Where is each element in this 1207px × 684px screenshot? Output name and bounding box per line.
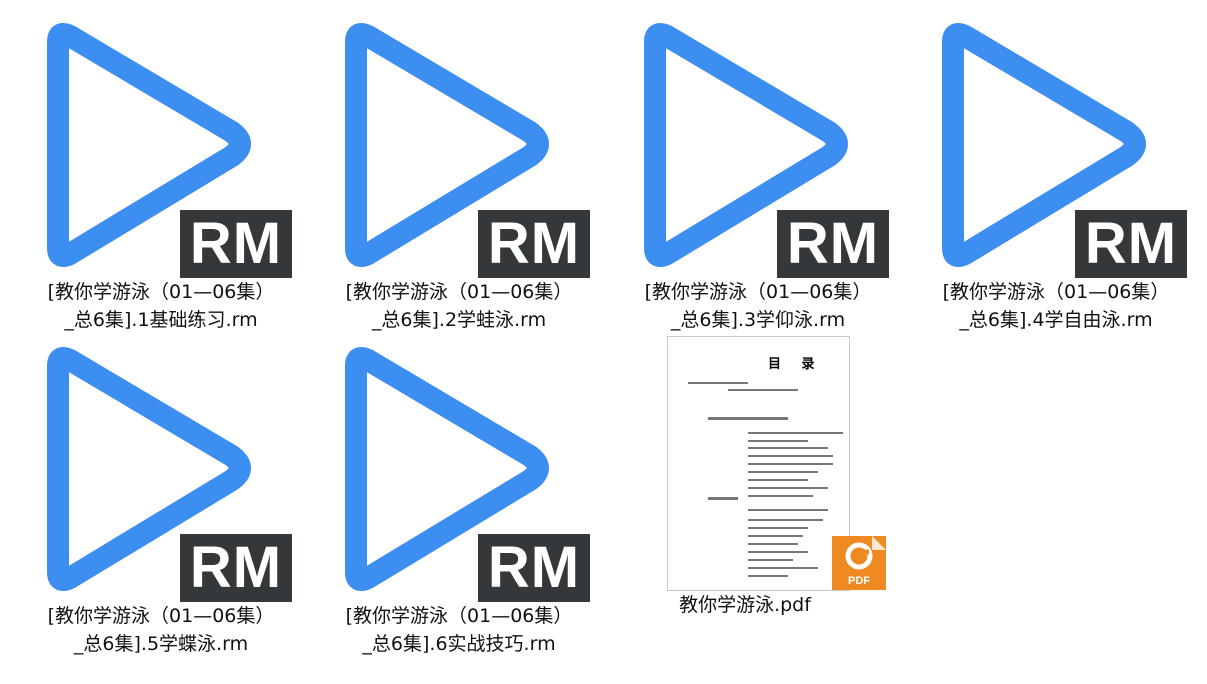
file-name-line: [教你学游泳（01—06集） <box>942 281 1170 303</box>
file-name[interactable]: [教你学游泳（01—06集） _总6集].2学蛙泳.rm <box>310 278 608 334</box>
thumbnail-text-line <box>748 551 808 553</box>
rm-badge: RM <box>1075 210 1187 278</box>
play-icon <box>942 23 1146 267</box>
thumbnail-text-line <box>748 447 828 449</box>
thumbnail-text-line <box>748 575 788 577</box>
play-icon <box>345 347 549 591</box>
thumbnail-text-line <box>708 417 788 420</box>
thumbnail-text-line <box>748 463 833 465</box>
foxit-pdf-icon: PDF <box>832 536 886 590</box>
thumbnail-text-line <box>748 535 803 537</box>
play-icon <box>644 23 848 267</box>
file-name-line: [教你学游泳（01—06集） <box>345 281 573 303</box>
file-name-line: _总6集].4学自由泳.rm <box>959 309 1153 331</box>
file-name-line: [教你学游泳（01—06集） <box>345 605 573 627</box>
rm-badge: RM <box>478 210 590 278</box>
file-name-line: [教你学游泳（01—06集） <box>47 281 275 303</box>
file-item-pdf[interactable]: 目 录 PDF 教你学游泳.pdf <box>596 335 894 660</box>
file-name-line: _总6集].3学仰泳.rm <box>670 309 846 331</box>
pdf-thumbnail: 目 录 <box>667 336 850 591</box>
file-item-rm[interactable]: RM [教你学游泳（01—06集） _总6集].3学仰泳.rm <box>609 12 907 337</box>
file-item-rm[interactable]: RM [教你学游泳（01—06集） _总6集].4学自由泳.rm <box>907 12 1205 337</box>
file-item-rm[interactable]: RM [教你学游泳（01—06集） _总6集].5学蝶泳.rm <box>12 336 310 661</box>
file-name[interactable]: [教你学游泳（01—06集） _总6集].6实战技巧.rm <box>310 602 608 658</box>
file-item-rm[interactable]: RM [教你学游泳（01—06集） _总6集].1基础练习.rm <box>12 12 310 337</box>
file-item-rm[interactable]: RM [教你学游泳（01—06集） _总6集].2学蛙泳.rm <box>310 12 608 337</box>
thumbnail-text-line <box>708 497 738 500</box>
file-name-line: _总6集].2学蛙泳.rm <box>371 309 547 331</box>
thumbnail-text-line <box>748 432 843 434</box>
thumbnail-text-line <box>748 495 813 497</box>
thumbnail-text-line <box>748 519 823 521</box>
play-icon <box>47 23 251 267</box>
rm-badge: RM <box>180 210 292 278</box>
file-name-line: _总6集].5学蝶泳.rm <box>73 633 249 655</box>
file-item-rm[interactable]: RM [教你学游泳（01—06集） _总6集].6实战技巧.rm <box>310 336 608 661</box>
thumbnail-text-line <box>748 509 828 511</box>
file-name-line: _总6集].6实战技巧.rm <box>362 633 556 655</box>
thumbnail-text-line <box>748 479 808 481</box>
play-icon <box>47 347 251 591</box>
rm-badge: RM <box>180 534 292 602</box>
file-name[interactable]: 教你学游泳.pdf <box>596 591 894 619</box>
pdf-badge-text: PDF <box>848 575 870 587</box>
thumbnail-text-line <box>748 559 793 561</box>
file-name[interactable]: [教你学游泳（01—06集） _总6集].3学仰泳.rm <box>609 278 907 334</box>
thumbnail-text-line <box>748 440 808 442</box>
rm-badge: RM <box>777 210 889 278</box>
play-icon <box>345 23 549 267</box>
file-name-line: [教你学游泳（01—06集） <box>47 605 275 627</box>
rm-badge: RM <box>478 534 590 602</box>
file-name-line: [教你学游泳（01—06集） <box>644 281 872 303</box>
thumbnail-text-line <box>748 471 818 473</box>
thumbnail-text-line <box>748 455 833 457</box>
file-name[interactable]: [教你学游泳（01—06集） _总6集].1基础练习.rm <box>12 278 310 334</box>
thumbnail-text-line <box>748 527 808 529</box>
file-name-line: _总6集].1基础练习.rm <box>64 309 258 331</box>
thumbnail-text-line <box>728 389 798 391</box>
file-name[interactable]: [教你学游泳（01—06集） _总6集].5学蝶泳.rm <box>12 602 310 658</box>
file-name[interactable]: [教你学游泳（01—06集） _总6集].4学自由泳.rm <box>907 278 1205 334</box>
thumbnail-text-line <box>748 487 828 489</box>
thumbnail-title: 目 录 <box>768 357 823 372</box>
thumbnail-text-line <box>748 543 798 545</box>
thumbnail-text-line <box>688 382 748 384</box>
thumbnail-text-line <box>748 567 818 569</box>
file-name-line: 教你学游泳.pdf <box>679 594 811 616</box>
